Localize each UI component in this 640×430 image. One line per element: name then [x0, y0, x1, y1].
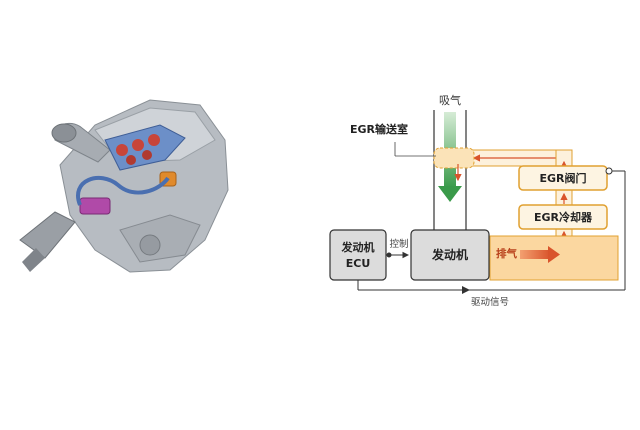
- drive-signal-line: [357, 170, 626, 294]
- ecu-label-line2: ECU: [346, 257, 371, 270]
- drive-signal-label: 驱动信号: [471, 296, 509, 308]
- control-label: 控制: [389, 238, 408, 250]
- egr-valve: EGR阀门: [518, 165, 608, 191]
- exhaust-label: 排气: [496, 247, 517, 260]
- egr-cooler-label: EGR冷却器: [534, 210, 593, 224]
- egr-chamber-label: EGR输送室: [350, 122, 408, 136]
- intake-label: 吸气: [439, 93, 461, 107]
- egr-chamber: [433, 147, 475, 182]
- egr-cooler: EGR冷却器: [518, 204, 608, 230]
- exhaust-pipe: [489, 235, 619, 281]
- valve-signal-node: [605, 167, 613, 175]
- ecu-box: 发动机 ECU: [329, 229, 387, 281]
- control-arrow: [386, 251, 410, 259]
- engine-illustration: [19, 99, 229, 273]
- engine-box: 发动机: [410, 229, 490, 281]
- ecu-label-line1: 发动机: [341, 240, 375, 254]
- intake-pipe: [433, 110, 467, 230]
- egr-return-pipe: [465, 149, 571, 167]
- egr-valve-label: EGR阀门: [539, 171, 586, 185]
- egr-vertical-pipe: [555, 149, 573, 251]
- engine-label: 发动机: [431, 247, 468, 262]
